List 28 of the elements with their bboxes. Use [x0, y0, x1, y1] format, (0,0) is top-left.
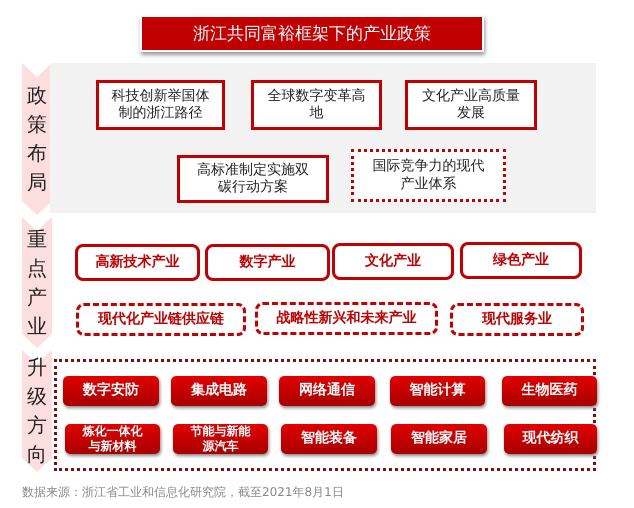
- direction-button: 智能计算: [390, 376, 485, 406]
- direction-button: 节能与新能源汽车: [173, 424, 268, 454]
- chevron-band: 重点产业: [22, 217, 52, 348]
- chevron-band: 升级方向: [22, 350, 52, 472]
- policy-box: 文化产业高质量发展: [405, 80, 537, 130]
- direction-button: 炼化一体化与新材料: [65, 424, 160, 454]
- policy-box: 全球数字变革高地: [251, 80, 382, 130]
- dotted-frame: [54, 359, 596, 471]
- industry-box: 现代化产业链供应链: [76, 303, 246, 336]
- industry-box: 绿色产业: [460, 242, 582, 279]
- industry-box: 战略性新兴和未来产业: [255, 302, 438, 335]
- direction-button: 集成电路: [171, 376, 267, 406]
- direction-button: 智能装备: [281, 424, 377, 454]
- industry-box: 高新技术产业: [75, 244, 200, 281]
- policy-box: 国际竞争力的现代产业体系: [351, 149, 506, 202]
- industry-box: 数字产业: [205, 244, 330, 281]
- policy-box: 高标准制定实施双碳行动方案: [177, 155, 329, 203]
- chevron-band: 政策布局: [22, 63, 52, 215]
- direction-button: 网络通信: [279, 376, 375, 406]
- direction-button: 生物医药: [502, 376, 597, 406]
- source-note: 数据来源：浙江省工业和信息化研究院，截至2021年8月1日: [22, 484, 344, 501]
- industry-box: 现代服务业: [450, 303, 584, 336]
- direction-button: 现代纺织: [504, 424, 597, 454]
- industry-box: 文化产业: [332, 243, 454, 280]
- policy-box: 科技创新举国体制的浙江路径: [96, 80, 225, 130]
- title-banner: 浙江共同富裕框架下的产业政策: [142, 17, 482, 50]
- direction-button: 智能家居: [391, 424, 487, 454]
- direction-button: 数字安防: [63, 376, 159, 406]
